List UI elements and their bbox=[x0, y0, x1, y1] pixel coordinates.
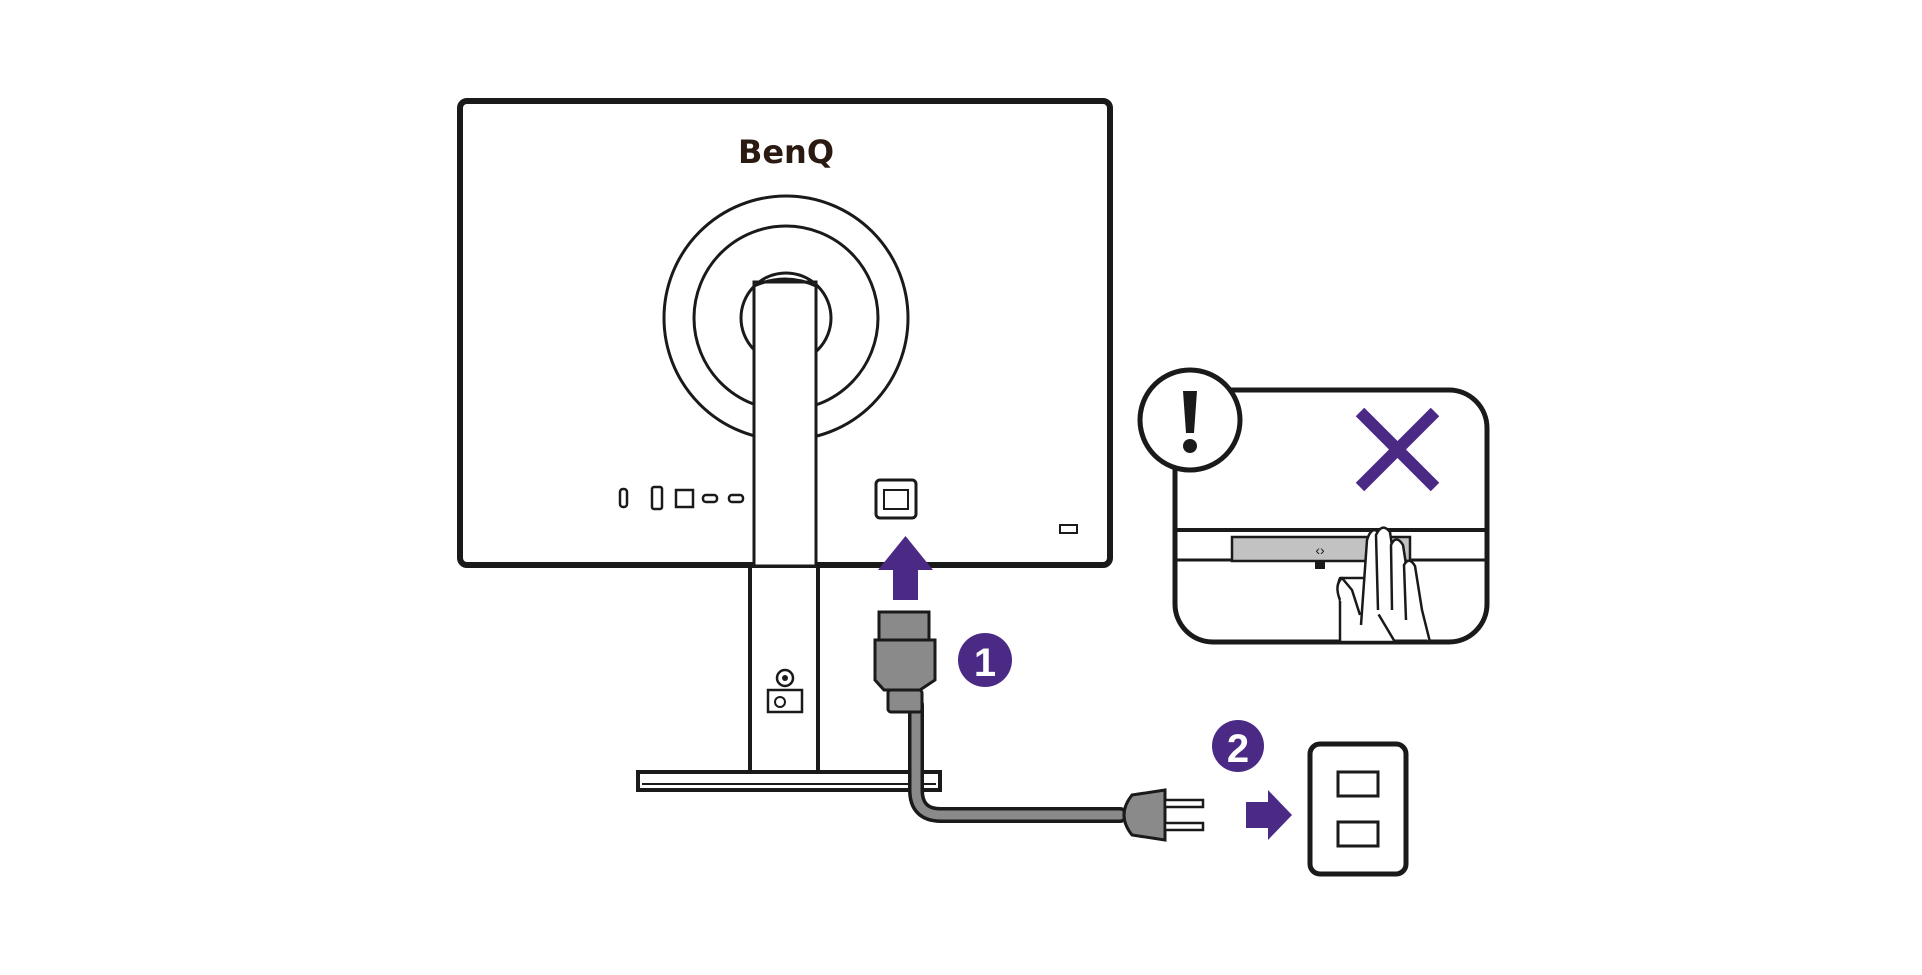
cord-connector-body bbox=[873, 638, 937, 692]
port-usb-a-2 bbox=[727, 493, 745, 504]
power-cord bbox=[873, 610, 1205, 842]
stand-base bbox=[636, 770, 942, 792]
power-switch bbox=[1059, 524, 1078, 534]
hand-icon bbox=[1336, 526, 1432, 642]
brand-logo: BenQ bbox=[738, 133, 834, 171]
wall-outlet bbox=[1307, 741, 1409, 877]
monitor-back: BenQ bbox=[457, 98, 1113, 792]
step-number-2: 2 bbox=[1227, 727, 1249, 771]
step-badge-2: 2 bbox=[1212, 720, 1264, 772]
inset-control-glyph-icon: ‹› bbox=[1315, 542, 1325, 558]
cord-connector-neck bbox=[886, 688, 924, 714]
arrow-right-icon bbox=[1246, 790, 1292, 840]
outlet-slot-top bbox=[1336, 770, 1380, 798]
exclamation-icon bbox=[1137, 367, 1243, 473]
plug-prong-top bbox=[1163, 798, 1205, 809]
step-badge-1: 1 bbox=[958, 633, 1012, 687]
step-number-1: 1 bbox=[974, 641, 996, 685]
port-usb-a-1 bbox=[701, 493, 719, 504]
port-displayport bbox=[674, 488, 695, 509]
stand-neck-upper bbox=[752, 280, 818, 568]
cross-icon bbox=[1355, 407, 1440, 492]
stand-lock-slot bbox=[766, 668, 804, 714]
io-ports bbox=[618, 485, 745, 511]
port-usb-c-2 bbox=[650, 485, 664, 511]
plug-prong-bottom bbox=[1163, 821, 1205, 832]
arrow-up-icon bbox=[878, 536, 933, 600]
stand-neck-lower bbox=[748, 528, 820, 787]
warning-inset: ‹› bbox=[1137, 367, 1490, 645]
wall-plug bbox=[1122, 788, 1167, 842]
outlet-slot-bottom bbox=[1336, 820, 1380, 848]
port-usb-c-1 bbox=[618, 487, 629, 509]
